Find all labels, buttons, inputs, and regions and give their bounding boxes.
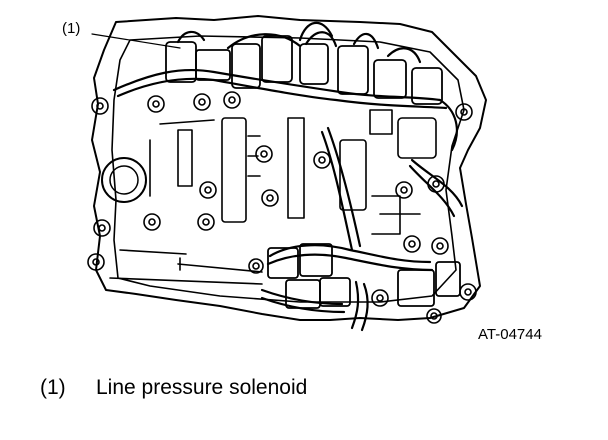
legend-item-number: (1): [40, 376, 66, 399]
valve-body-plate: [111, 35, 465, 303]
lower-channels: [109, 119, 421, 285]
bolt-bosses: [87, 91, 477, 324]
legend-item-text: Line pressure solenoid: [96, 376, 308, 399]
callout-leader: [91, 33, 181, 49]
figure-id: AT-04744: [478, 326, 542, 343]
accumulator-bore: [101, 157, 147, 203]
harness-connectors: [267, 243, 461, 309]
legend: (1) Line pressure solenoid: [40, 376, 307, 400]
valve-body-outline: [91, 15, 487, 321]
valve-body-illustration: [87, 15, 487, 332]
valve-bores: [177, 109, 437, 223]
callout-1-label: (1): [62, 20, 81, 37]
legend-item: (1) Line pressure solenoid: [40, 376, 307, 400]
